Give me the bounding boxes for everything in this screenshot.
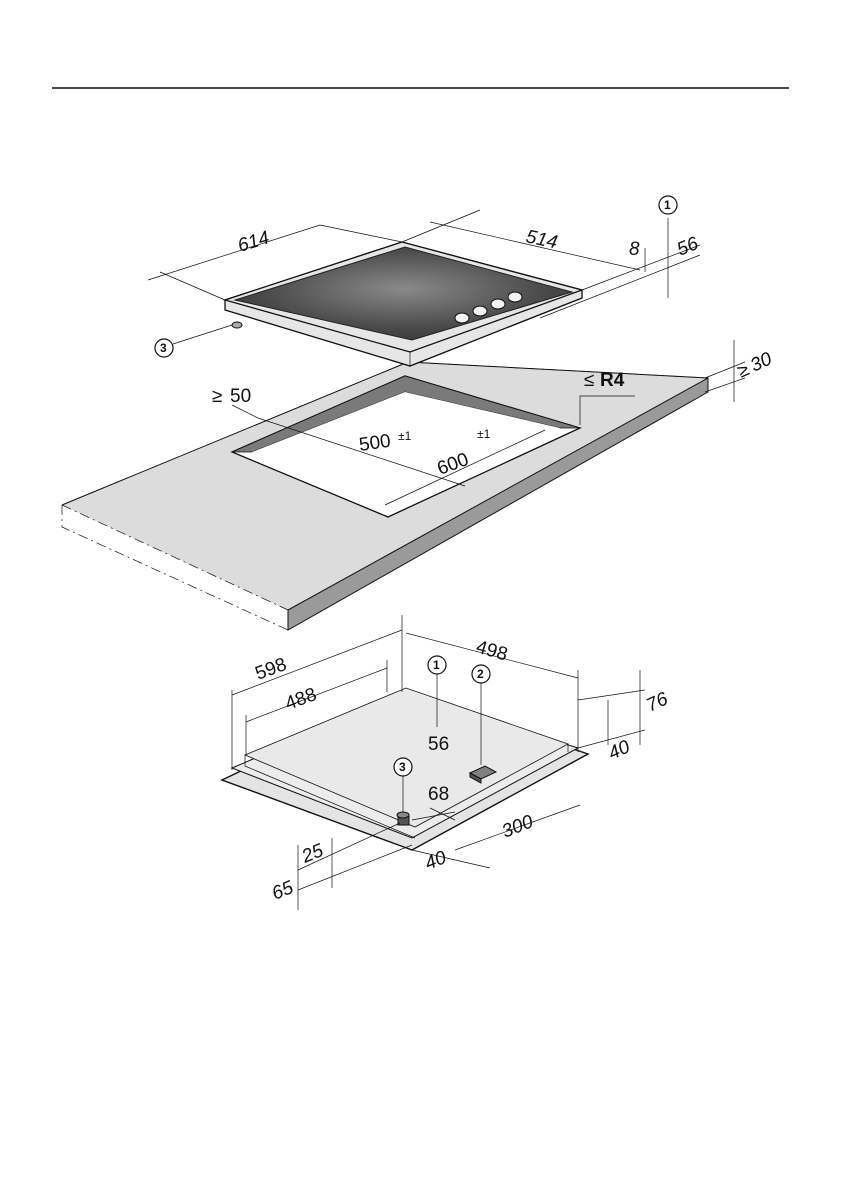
hob-depth-label: 514 [524, 226, 559, 253]
callout-3-top: 3 [155, 325, 232, 357]
cutout-clearance-label: 50 [230, 386, 251, 407]
svg-text:3: 3 [399, 760, 406, 774]
underside-dim-300: 300 [499, 811, 537, 843]
cutout-width-label: 500 [358, 431, 392, 456]
svg-text:3: 3 [160, 341, 167, 355]
underside-dim-65: 65 [269, 877, 297, 905]
underside-dim-25: 25 [298, 840, 327, 868]
svg-text:2: 2 [477, 667, 484, 681]
cutout-width-tolerance: ±1 [398, 429, 412, 443]
svg-text:1: 1 [433, 658, 440, 672]
hob-top [225, 242, 582, 366]
worktop-thickness-label: 30 [747, 348, 775, 376]
underside-dim-76: 76 [643, 688, 671, 716]
corner-radius-label: R4 [600, 370, 625, 391]
underside-dim-40-bottom: 40 [422, 847, 450, 875]
underside-height-56: 56 [428, 734, 449, 755]
cutout-clearance-symbol: ≥ [212, 386, 222, 407]
underside-dim-68: 68 [428, 784, 449, 805]
hob-total-height-label: 56 [674, 233, 702, 261]
underside-inner-width: 488 [283, 684, 320, 715]
corner-radius-symbol: ≤ [584, 370, 594, 391]
callout-1-top: 1 [659, 196, 677, 214]
underside-dim-40-right: 40 [605, 736, 633, 764]
svg-text:1: 1 [664, 198, 671, 212]
hob-foot [232, 322, 242, 328]
underside-outer-width: 598 [253, 654, 290, 685]
hob-frame-height-label: 8 [629, 239, 640, 260]
cutout-length-tolerance: ±1 [477, 427, 491, 441]
underside-outer-depth: 498 [474, 637, 510, 666]
hob-width-label: 614 [235, 227, 271, 256]
